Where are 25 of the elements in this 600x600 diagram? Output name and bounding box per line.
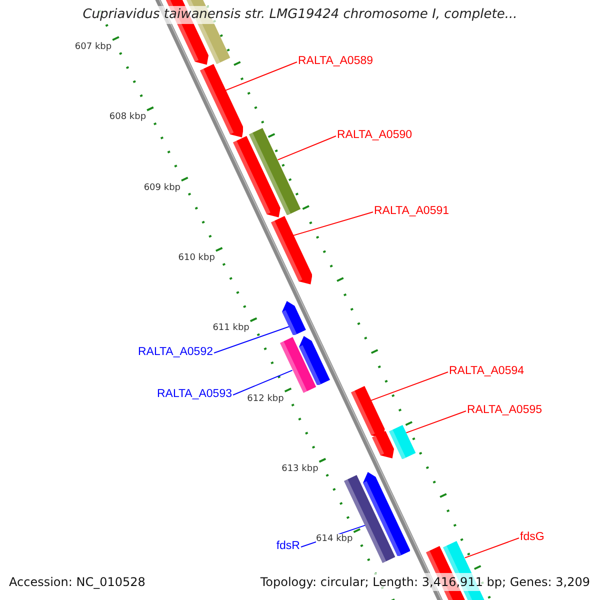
gene-label: RALTA_A0592 <box>138 345 213 359</box>
gene-label: RALTA_A0593 <box>156 387 232 401</box>
tick-label: 613 kbp <box>282 464 318 475</box>
gene-label: RALTA_A0595 <box>467 403 542 417</box>
tick-label: 611 kbp <box>212 323 250 334</box>
leader-line <box>406 410 466 434</box>
leader-line <box>232 370 293 396</box>
leader-line <box>214 326 290 354</box>
tick-label: 612 kbp <box>247 394 284 404</box>
tick-label: 614 kbp <box>316 534 353 546</box>
gene-label: RALTA_A0589 <box>298 54 374 68</box>
leader-line <box>277 136 336 160</box>
leader-line <box>370 372 448 401</box>
leader-line <box>293 212 374 236</box>
leader-line <box>464 538 520 558</box>
leader-line <box>224 62 298 91</box>
tick-label: 608 kbp <box>109 112 146 124</box>
gene-label: fdsG <box>520 530 544 544</box>
gene-label: RALTA_A0594 <box>449 364 524 378</box>
gene-label: RALTA_A0590 <box>337 128 412 142</box>
tick-label: 610 kbp <box>178 252 215 264</box>
tick-label: 607 kbp <box>74 42 112 53</box>
tick-label: 609 kbp <box>144 182 180 194</box>
gene-label: RALTA_A0591 <box>374 204 450 218</box>
gene-label: fdsR <box>276 539 300 553</box>
